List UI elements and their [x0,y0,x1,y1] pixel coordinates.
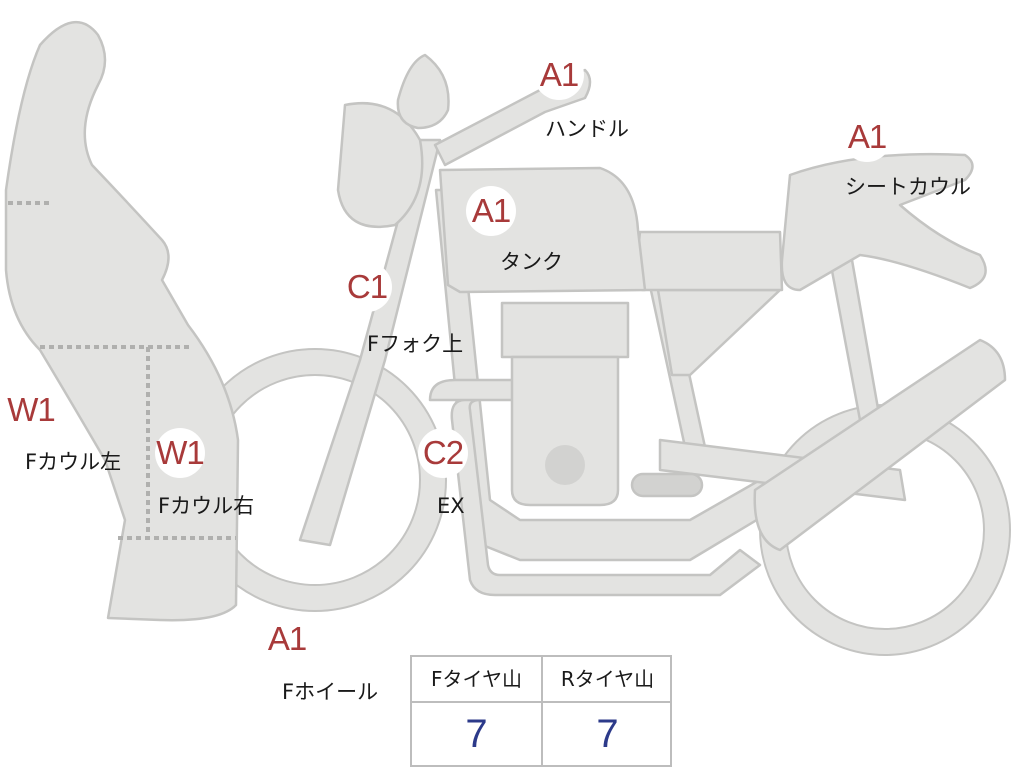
engine-block [510,355,620,507]
rear-tire-value: 7 [596,712,619,756]
tire-tread-table: Fタイヤ山 7 Rタイヤ山 7 [410,655,672,767]
handle-label: ハンドル [545,117,629,141]
front-wheel-label: Fホイール [282,680,379,704]
tank-label: タンク [500,250,563,274]
engine-top [500,301,630,359]
front-tire-header: Fタイヤ山 [412,657,541,703]
fork-top-label: Fフォク上 [367,332,464,356]
tank-code-badge: A1 [466,186,516,236]
front-wheel-code-badge: A1 [262,614,312,664]
meter [396,53,450,130]
seat-cowl-label: シートカウル [845,175,971,199]
front-fork [298,138,442,547]
front-tire-column: Fタイヤ山 7 [412,657,543,765]
cowl-left-code-badge: W1 [6,385,56,435]
side-cover [656,288,782,377]
headlight [336,101,424,229]
front-cowl [4,20,240,622]
fork-top-code-badge: C1 [342,262,392,312]
ex-label: EX [437,494,465,518]
ex-code-badge: C2 [418,428,468,478]
cowl-right-label: Fカウル右 [158,494,255,518]
seat-cowl [780,152,987,292]
cowl-left-label: Fカウル左 [25,450,122,474]
rear-tire-header: Rタイヤ山 [543,657,672,703]
rear-tire-column: Rタイヤ山 7 [543,657,672,765]
handle-code-badge: A1 [534,50,584,100]
seat-cowl-code-badge: A1 [842,112,892,162]
muffler [753,338,1007,552]
front-tire-value: 7 [465,712,488,756]
cowl-right-code-badge: W1 [155,428,205,478]
exhaust-pipe [428,378,762,597]
seat [637,230,784,292]
